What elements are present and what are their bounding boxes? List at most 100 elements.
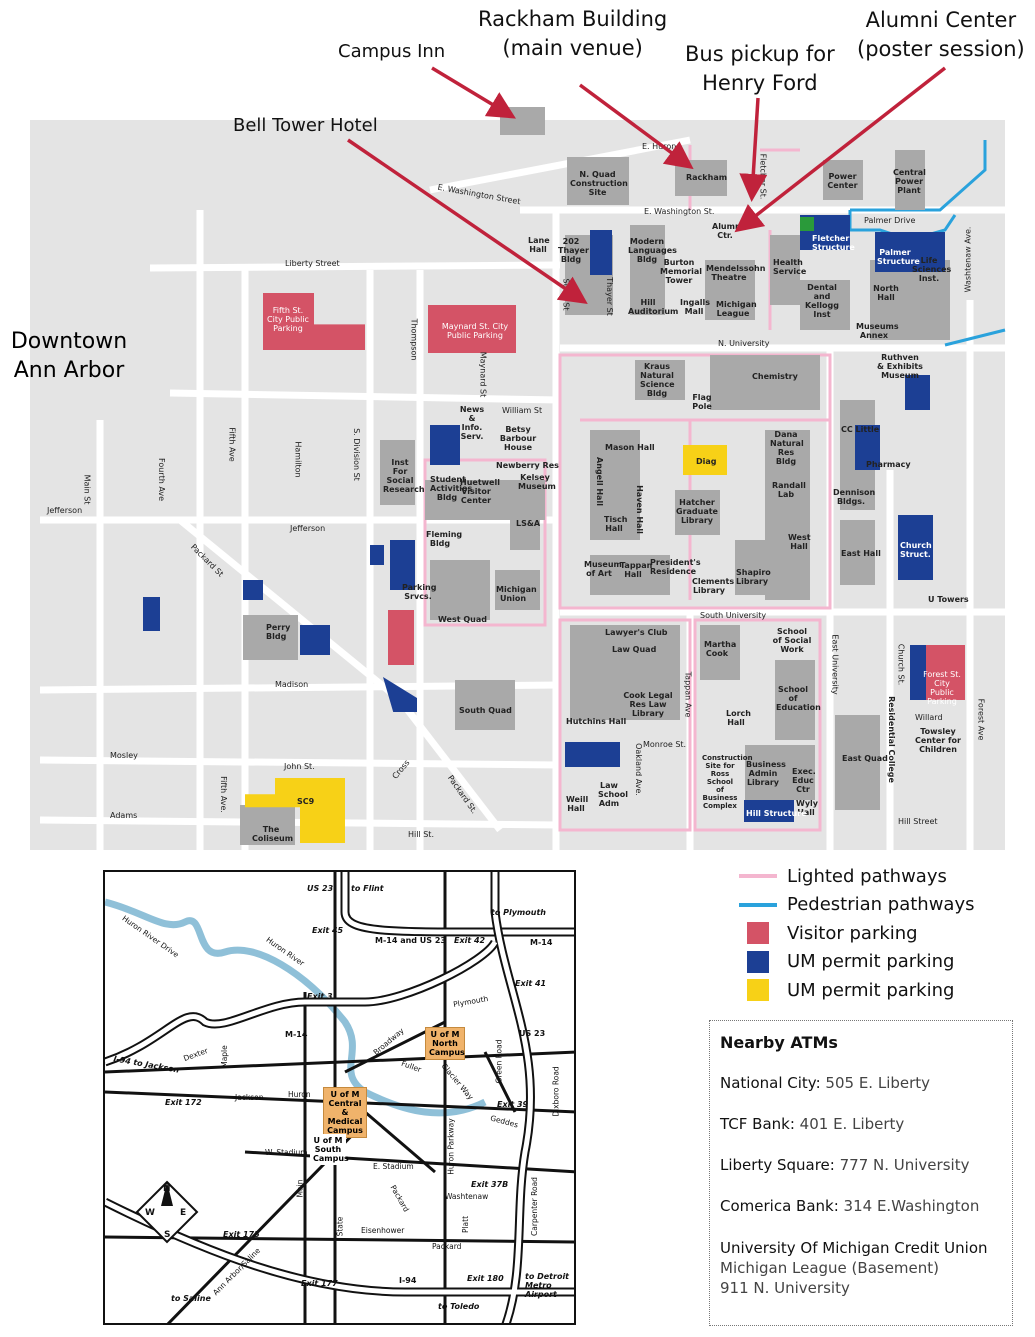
- building-label: Central Power Plant: [893, 168, 926, 195]
- central-campus-marker: U of M Central & Medical Campus: [323, 1087, 367, 1138]
- building-label: Church Struct.: [900, 541, 932, 559]
- inset-label: M-14: [530, 938, 553, 947]
- building-label: Michigan Union: [496, 585, 537, 603]
- building-label: Parking Srvcs.: [402, 583, 437, 601]
- building-label: Newberry Res: [496, 461, 559, 470]
- building-label: News & Info. Serv.: [459, 405, 485, 441]
- building-label: Flag Pole: [692, 393, 712, 411]
- callout-bus-pickup: Bus pickup for Henry Ford: [685, 40, 835, 98]
- inset-label: Exit 175: [223, 1230, 260, 1239]
- building-label: CC Little: [841, 425, 880, 434]
- building-label: Modern Languages Bldg: [628, 237, 677, 264]
- callout-line: Henry Ford: [702, 71, 818, 95]
- building: [770, 235, 800, 305]
- building-label: School of Education: [776, 685, 821, 712]
- permit-parking-n4: [590, 230, 612, 275]
- building-label: Weill Hall: [566, 795, 589, 813]
- atm-address: Michigan League (Basement): [720, 1259, 940, 1277]
- building: [510, 510, 540, 550]
- building-label: SC9: [297, 797, 315, 806]
- north-campus-marker: U of M North Campus: [425, 1027, 465, 1060]
- building-label: Museum of Art: [584, 560, 622, 578]
- building-label: Mason Hall: [605, 443, 655, 452]
- permit-parking-w9: [300, 625, 330, 655]
- atm-name: University Of Michigan Credit Union: [720, 1239, 988, 1257]
- inset-road-label: W. Stadium: [265, 1148, 308, 1157]
- building-label: Rackham: [686, 173, 728, 182]
- street-label: John St.: [284, 762, 315, 771]
- permit-parking-w10: [243, 580, 263, 600]
- south-quad-building: [455, 680, 515, 730]
- compass-w: W: [145, 1208, 155, 1218]
- callout-line: Rackham Building: [478, 7, 668, 31]
- building-label: Construction Site for Ross School of Bus…: [702, 754, 753, 810]
- building: [630, 225, 665, 315]
- building-label: Forest St. City Public Parking: [923, 670, 961, 706]
- building: [495, 570, 540, 610]
- permit-parking-hill: [744, 800, 794, 822]
- building-label: U Towers: [928, 595, 969, 604]
- building: [590, 555, 670, 595]
- building-label: Maynard St. City Public Parking: [441, 322, 509, 340]
- visitor-parking-w18: [388, 610, 414, 665]
- inset-label: Exit 177: [301, 1279, 338, 1288]
- atm-address: 401 E. Liberty: [799, 1115, 905, 1133]
- building-label: Fifth St. City Public Parking: [267, 306, 309, 333]
- building-label: Willard: [915, 713, 943, 722]
- building-label: West Hall: [788, 533, 811, 551]
- building-label: East Hall: [841, 549, 881, 558]
- building-label: Exec. Educ Ctr: [792, 767, 816, 794]
- inset-label: US 23: [519, 1029, 546, 1038]
- callout-line: Alumni Center: [865, 8, 1017, 32]
- visitor-parking-swatch: [747, 922, 769, 945]
- visitor-parking-maynard-st: [428, 305, 516, 353]
- building-label: Cook Legal Res Law Library: [623, 691, 673, 718]
- inset-label: Exit 37B: [471, 1180, 509, 1189]
- law-quad-building: [570, 625, 680, 720]
- building-label: Kelsey Museum: [518, 473, 556, 491]
- inset-label: Exit 45: [312, 926, 344, 935]
- building: [745, 745, 815, 800]
- callout-rackham: Rackham Building (main venue): [478, 5, 667, 63]
- street-label: Hill St.: [408, 830, 434, 839]
- building-label: Michigan League: [716, 300, 757, 318]
- inset-road-label: Green Road: [494, 1039, 504, 1084]
- building: [870, 260, 950, 340]
- atm-item: TCF Bank: 401 E. Liberty: [720, 1115, 1002, 1133]
- building-label: Dennison Bldgs.: [833, 488, 876, 506]
- atm-item: National City: 505 E. Liberty: [720, 1074, 1002, 1092]
- building-label: Student Activities Bldg: [430, 475, 473, 502]
- inset-road-label: Maple: [219, 1045, 229, 1068]
- inset-label: US 23: [307, 884, 334, 893]
- legend-item: UM permit parking: [735, 948, 975, 977]
- permit-parking-w3: [390, 540, 415, 590]
- atm-address: 505 E. Liberty: [825, 1074, 931, 1092]
- inset-label: Exit 41: [515, 979, 547, 988]
- building-label: Perry Bldg: [266, 623, 291, 641]
- inset-label: to Detroit Metro Airport: [525, 1272, 570, 1299]
- atms-title: Nearby ATMs: [720, 1033, 838, 1052]
- building-label: Betsy Barbour House: [499, 425, 537, 452]
- building-label: Law Quad: [612, 645, 657, 654]
- legend-item: Visitor parking: [735, 919, 975, 948]
- building-label: Burton Memorial Tower: [660, 258, 703, 285]
- permit-parking-yellow-swatch: [747, 979, 769, 1002]
- inset-label: M-14 and US 23: [375, 936, 446, 945]
- building: [567, 157, 629, 205]
- building-label: Lane Hall: [528, 236, 550, 254]
- building-label: LS&A: [516, 519, 541, 528]
- building-label: N. Quad Construction Site: [570, 170, 628, 197]
- building-label: Museums Annex: [856, 322, 899, 340]
- permit-parking-e3: [905, 375, 930, 410]
- permit-parking-palmer: [875, 232, 945, 272]
- compass-s: S: [164, 1230, 171, 1240]
- building-label: Hatcher Graduate Library: [676, 498, 718, 525]
- inset-roads: [105, 872, 574, 1323]
- atm-address: 314 E.Washington: [843, 1197, 980, 1215]
- permit-parking-blue-swatch: [747, 950, 769, 973]
- street-label: Jefferson: [47, 506, 83, 515]
- atm-name: Liberty Square:: [720, 1156, 835, 1174]
- building-label: Lorch Hall: [726, 709, 751, 727]
- street-label: E. Huron: [642, 142, 677, 151]
- legend-label: UM permit parking: [787, 979, 955, 1001]
